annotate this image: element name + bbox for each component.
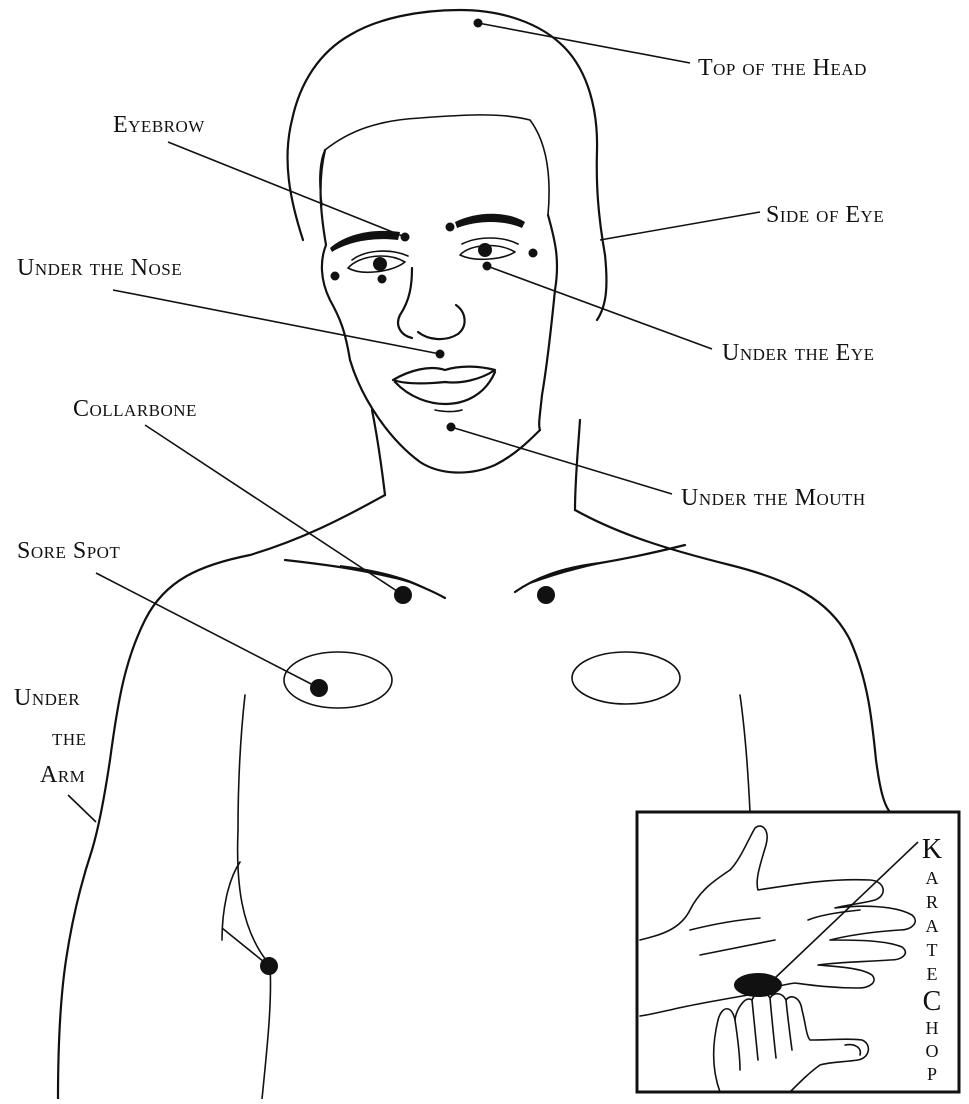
dot-side-of-eye-left	[331, 272, 340, 281]
right-eyelid	[462, 238, 518, 244]
leader-under-arm-body	[222, 928, 269, 966]
collarbone-left-shade	[340, 565, 430, 590]
label-under-mouth: Under the Mouth	[681, 485, 866, 511]
leader-under-mouth	[451, 427, 672, 494]
karate-letter-3: R	[926, 892, 938, 912]
dot-karate-chop	[734, 973, 782, 997]
leader-side-of-eye	[600, 212, 760, 240]
right-shoulder	[575, 510, 890, 812]
karate-letter-1: K	[922, 834, 942, 865]
chop-letter-1: C	[923, 986, 942, 1017]
collarbone-left-line	[285, 560, 445, 598]
karate-chop-inset: K A R A T E C H O P	[637, 812, 959, 1092]
karate-letter-5: T	[927, 940, 938, 960]
right-chest-oval	[572, 652, 680, 704]
karate-letter-6: E	[927, 964, 938, 984]
leader-under-nose	[113, 290, 440, 354]
right-iris	[478, 243, 492, 257]
collarbone-right-line	[515, 545, 685, 592]
nose-bottom	[418, 305, 465, 339]
label-under-nose: Under the Nose	[17, 255, 182, 281]
chop-letter-2: H	[926, 1018, 939, 1038]
label-top-of-head: Top of the Head	[698, 55, 867, 81]
collarbone-right-shade	[520, 562, 610, 588]
left-arm-lower	[262, 965, 271, 1099]
face-right	[539, 215, 557, 430]
label-side-of-eye: Side of Eye	[766, 202, 884, 228]
left-torso-side	[238, 695, 270, 965]
left-arm-inner	[222, 862, 240, 940]
labels: Top of the Head Eyebrow Side of Eye Unde…	[14, 55, 884, 788]
dot-side-of-eye	[529, 249, 538, 258]
karate-letter-4: A	[926, 916, 939, 936]
right-torso-side	[740, 695, 750, 812]
karate-letter-2: A	[926, 868, 939, 888]
upper-lip	[393, 367, 495, 384]
leader-collarbone	[145, 425, 403, 595]
leader-under-eye	[487, 266, 712, 349]
leader-top-of-head	[478, 23, 690, 63]
inset-frame	[637, 812, 959, 1092]
label-under-arm-1: Under	[14, 685, 80, 711]
label-eyebrow: Eyebrow	[113, 112, 205, 138]
label-sore-spot: Sore Spot	[17, 538, 120, 564]
label-under-eye: Under the Eye	[722, 340, 874, 366]
label-under-arm-3: Arm	[40, 762, 85, 788]
chin-crease	[435, 410, 462, 412]
left-iris	[373, 257, 387, 271]
nose-line	[398, 268, 412, 338]
chop-letter-4: P	[927, 1064, 937, 1084]
leader-sore-spot	[96, 573, 319, 688]
left-chest-oval	[284, 652, 392, 708]
left-shoulder	[58, 495, 385, 1099]
tapping-dots	[260, 19, 555, 976]
dot-eyebrow-right	[446, 223, 455, 232]
hairline	[320, 115, 549, 215]
leader-under-arm	[68, 795, 96, 822]
label-collarbone: Collarbone	[73, 396, 197, 422]
face-left	[321, 150, 540, 473]
left-eyebrow	[330, 231, 400, 252]
chop-letter-3: O	[926, 1041, 939, 1061]
dot-collarbone-right	[537, 586, 555, 604]
label-under-arm-2: the	[52, 725, 87, 751]
right-eyebrow	[455, 214, 525, 228]
dot-under-eye-left	[378, 275, 387, 284]
